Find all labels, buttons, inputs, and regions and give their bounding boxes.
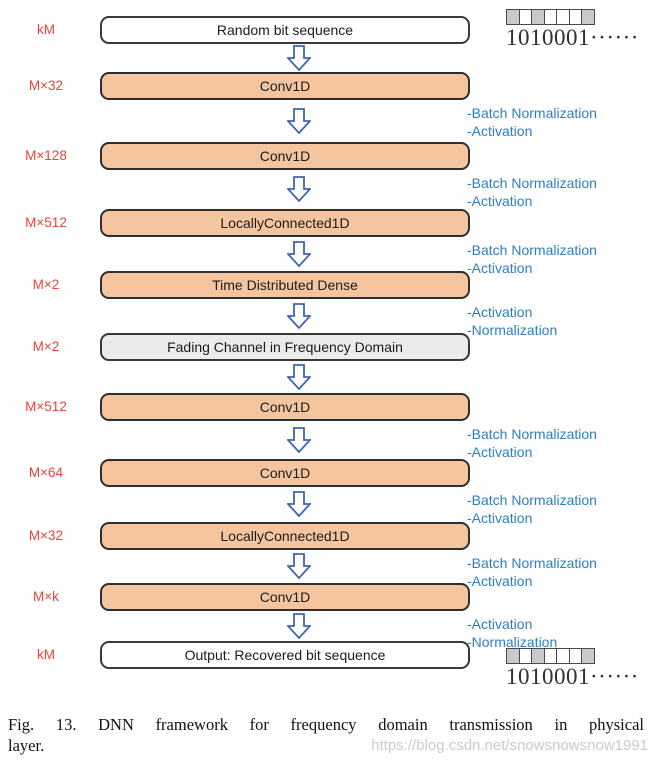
down-arrow-icon xyxy=(285,491,313,518)
down-arrow-icon xyxy=(285,613,313,640)
dimension-label: M×32 xyxy=(28,78,64,93)
layer-ops-note: -Batch Normalization -Activation xyxy=(467,104,649,140)
down-arrow-icon xyxy=(285,364,313,391)
note-line: -Batch Normalization xyxy=(467,242,597,258)
layer-ops-note: -Activation -Normalization xyxy=(467,615,649,651)
bit-sequence-top: 1010001······ xyxy=(506,9,639,49)
dimension-label: M×128 xyxy=(25,148,67,163)
layer-ops-note: -Batch Normalization -Activation xyxy=(467,425,649,461)
layer-box: Conv1D xyxy=(100,72,470,100)
bit-sequence-bottom: 1010001······ xyxy=(506,648,639,688)
bit-squares xyxy=(506,648,639,664)
layer-ops-note: -Batch Normalization -Activation xyxy=(467,491,649,527)
bit-squares xyxy=(506,9,639,25)
layer-box: Random bit sequence xyxy=(100,16,470,44)
note-line: -Batch Normalization xyxy=(467,492,597,508)
layer-ops-note: -Batch Normalization -Activation xyxy=(467,174,649,210)
layer-box: Conv1D xyxy=(100,583,470,611)
dimension-label: M×32 xyxy=(28,528,64,543)
bit-sequence-text: 1010001······ xyxy=(506,664,639,689)
note-line: -Activation xyxy=(467,444,533,460)
layer-ops-note: -Batch Normalization -Activation xyxy=(467,554,649,590)
layer-ops-note: -Batch Normalization -Activation xyxy=(467,241,649,277)
note-line: -Batch Normalization xyxy=(467,426,597,442)
dimension-label: M×512 xyxy=(25,399,67,414)
dimension-label: kM xyxy=(37,647,55,662)
down-arrow-icon xyxy=(285,553,313,580)
note-line: -Activation xyxy=(467,573,533,589)
caption-line-2: layer. xyxy=(8,736,45,755)
layer-ops-note: -Activation -Normalization xyxy=(467,303,649,339)
bit-square xyxy=(581,648,595,664)
down-arrow-icon xyxy=(285,176,313,203)
layer-box: Fading Channel in Frequency Domain xyxy=(100,333,470,361)
bit-sequence-text: 1010001······ xyxy=(506,25,639,50)
note-line: -Batch Normalization xyxy=(467,175,597,191)
dimension-label: M×64 xyxy=(28,465,64,480)
watermark-text: https://blog.csdn.net/snowsnowsnow1991 xyxy=(371,737,648,754)
layer-box: LocallyConnected1D xyxy=(100,209,470,237)
down-arrow-icon xyxy=(285,108,313,135)
down-arrow-icon xyxy=(285,45,313,72)
note-line: -Batch Normalization xyxy=(467,555,597,571)
caption-line-1: Fig. 13. DNN framework for frequency dom… xyxy=(8,715,644,734)
note-line: -Batch Normalization xyxy=(467,105,597,121)
layer-box: Output: Recovered bit sequence xyxy=(100,641,470,669)
note-line: -Activation xyxy=(467,304,533,320)
note-line: -Normalization xyxy=(467,322,558,338)
layer-box: LocallyConnected1D xyxy=(100,522,470,550)
note-line: -Activation xyxy=(467,616,533,632)
dimension-label: M×2 xyxy=(32,277,60,292)
layer-box: Conv1D xyxy=(100,393,470,421)
down-arrow-icon xyxy=(285,427,313,454)
down-arrow-icon xyxy=(285,241,313,268)
note-line: -Normalization xyxy=(467,634,558,650)
layer-box: Time Distributed Dense xyxy=(100,271,470,299)
note-line: -Activation xyxy=(467,510,533,526)
note-line: -Activation xyxy=(467,123,533,139)
layer-box: Conv1D xyxy=(100,459,470,487)
layer-box: Conv1D xyxy=(100,142,470,170)
dimension-label: kM xyxy=(37,22,55,37)
figure-caption: Fig. 13. DNN framework for frequency dom… xyxy=(8,714,644,756)
note-line: -Activation xyxy=(467,193,533,209)
note-line: -Activation xyxy=(467,260,533,276)
dimension-label: M×512 xyxy=(25,215,67,230)
bit-square xyxy=(581,9,595,25)
down-arrow-icon xyxy=(285,303,313,330)
dimension-label: M×2 xyxy=(32,339,60,354)
dimension-label: M×k xyxy=(33,589,59,604)
